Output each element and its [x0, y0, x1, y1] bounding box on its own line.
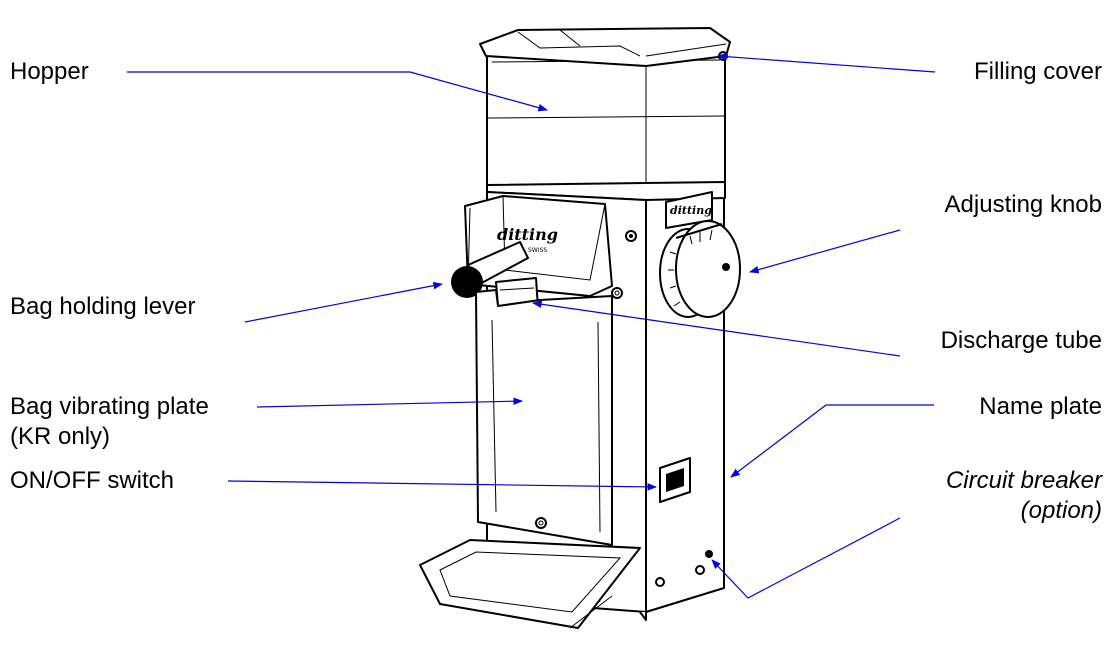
leader-bag-holding-lever: [244, 281, 443, 323]
label-bag-vibrating-plate-note: (KR only): [10, 423, 111, 450]
filling-cover: [479, 27, 731, 67]
on-off-switch: [659, 457, 691, 503]
leader-on-off-switch: [227, 480, 657, 491]
label-discharge-tube: Discharge tube: [940, 327, 1102, 354]
label-circuit-breaker-note: (option): [1020, 497, 1102, 524]
leader-lines: [127, 52, 936, 599]
leader-adjusting-knob: [749, 229, 901, 274]
label-bag-vibrating-plate: Bag vibrating plate: [10, 393, 209, 420]
label-name-plate: Name plate: [979, 393, 1102, 420]
grinder-illustration: ditting SWISS ditting: [419, 27, 741, 629]
label-filling-cover: Filling cover: [973, 58, 1102, 85]
bag-holding-lever: [451, 241, 529, 298]
label-circuit-breaker: Circuit breaker: [945, 467, 1102, 494]
label-adjusting-knob: Adjusting knob: [944, 191, 1102, 218]
leader-discharge-tube: [532, 300, 901, 357]
hopper: [486, 51, 726, 189]
logo-front: ditting: [497, 225, 558, 244]
label-on-off-switch: ON/OFF switch: [10, 467, 175, 494]
leader-filling-cover: [717, 52, 936, 73]
bag-vibrating-plate: [475, 289, 613, 546]
label-hopper: Hopper: [10, 58, 89, 85]
logo-plate: ditting: [665, 191, 713, 229]
logo-front-sub: SWISS: [528, 247, 547, 254]
leader-name-plate: [730, 404, 934, 478]
leader-circuit-breaker: [711, 517, 901, 599]
logo-side: ditting: [670, 204, 712, 217]
adjusting-knob: [659, 220, 741, 318]
leader-hopper: [127, 71, 548, 112]
leader-bag-vibrating-plate: [256, 397, 523, 408]
label-bag-holding-lever: Bag holding lever: [10, 293, 196, 320]
drip-tray: [419, 539, 641, 629]
